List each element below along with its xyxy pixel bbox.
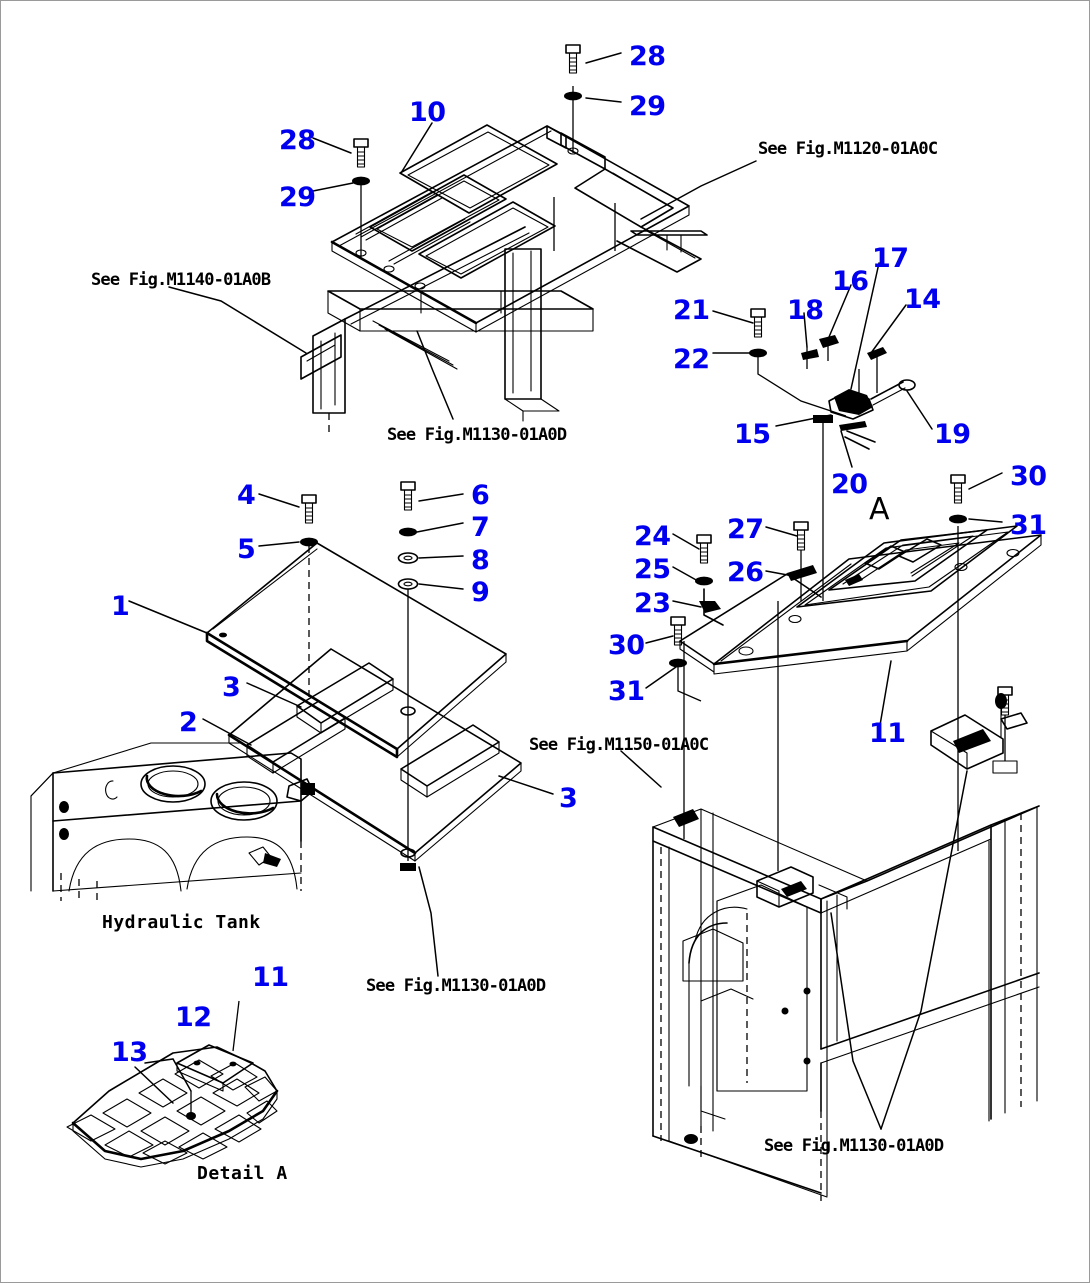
callout-11-right: 11 — [869, 718, 906, 749]
callout-31-upper-right: 31 — [1010, 510, 1047, 541]
figure-reference-m1150: See Fig.M1150-01A0C — [529, 735, 709, 755]
callout-31-lower-left: 31 — [608, 676, 645, 707]
callout-7: 7 — [471, 512, 490, 543]
caption-detail-a: Detail A — [197, 1163, 288, 1184]
figure-reference-m1120: See Fig.M1120-01A0C — [758, 139, 938, 159]
callout-29-top-right: 29 — [629, 91, 666, 122]
callout-3-lower: 3 — [559, 783, 578, 814]
caption-hydraulic-tank: Hydraulic Tank — [102, 912, 261, 933]
callout-17: 17 — [872, 243, 909, 274]
callout-28-top-right: 28 — [629, 41, 666, 72]
figure-reference-m1130-center: See Fig.M1130-01A0D — [366, 976, 546, 996]
detail-a-mesh-plate — [66, 1000, 279, 1168]
hinge-latch-cluster — [749, 308, 916, 601]
callout-28-top-left: 28 — [279, 125, 316, 156]
callout-1: 1 — [111, 591, 130, 622]
callout-3-upper: 3 — [222, 672, 241, 703]
callout-10: 10 — [409, 97, 446, 128]
callout-30-lower-left: 30 — [608, 630, 645, 661]
right-cover-plate — [679, 525, 1042, 871]
callout-16: 16 — [832, 266, 869, 297]
figure-reference-m1140: See Fig.M1140-01A0B — [91, 270, 271, 290]
callout-20: 20 — [831, 469, 868, 500]
callout-30-upper-right: 30 — [1010, 461, 1047, 492]
callout-22: 22 — [673, 344, 710, 375]
callout-21: 21 — [673, 295, 710, 326]
callout-6: 6 — [471, 480, 490, 511]
pads-2-3 — [227, 648, 522, 862]
callout-4: 4 — [237, 480, 256, 511]
callout-15: 15 — [734, 419, 771, 450]
callout-2: 2 — [179, 707, 198, 738]
hydraulic-tank — [30, 742, 315, 901]
callout-19: 19 — [934, 419, 971, 450]
callout-13: 13 — [111, 1037, 148, 1068]
fastener-28-right — [564, 44, 582, 101]
callout-8: 8 — [471, 545, 490, 576]
callout-11-detail: 11 — [252, 962, 289, 993]
callout-5: 5 — [237, 534, 256, 565]
right-plate-fasteners — [669, 474, 967, 702]
callout-26: 26 — [727, 557, 764, 588]
figure-reference-m1130-upper: See Fig.M1130-01A0D — [387, 425, 567, 445]
callout-27: 27 — [727, 514, 764, 545]
callout-24: 24 — [634, 521, 671, 552]
section-marker-a: A — [869, 492, 890, 527]
callout-25: 25 — [634, 554, 671, 585]
machine-frame — [652, 686, 1040, 1201]
upper-support-frame — [300, 86, 616, 436]
callout-12: 12 — [175, 1002, 212, 1033]
callout-29-top-left: 29 — [279, 182, 316, 213]
top-grating-assembly — [330, 124, 708, 333]
callout-18: 18 — [787, 295, 824, 326]
callout-23: 23 — [634, 588, 671, 619]
figure-reference-m1130-lower: See Fig.M1130-01A0D — [764, 1136, 944, 1156]
callout-14: 14 — [904, 284, 941, 315]
callout-9: 9 — [471, 577, 490, 608]
fastener-28-left — [352, 138, 370, 186]
